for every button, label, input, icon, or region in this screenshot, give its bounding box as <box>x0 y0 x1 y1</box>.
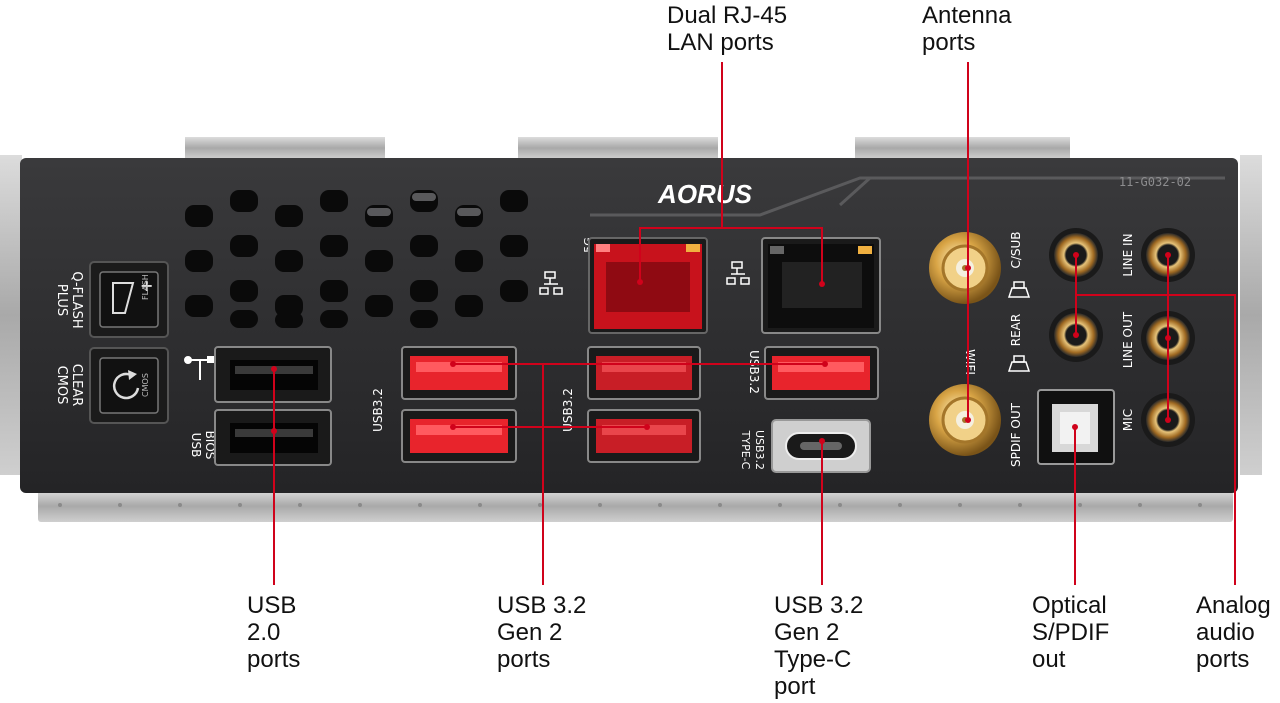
callout-antenna-ports: Antenna ports <box>922 2 1012 56</box>
flash-icon-label: FLASH <box>141 274 150 300</box>
clear-cmos-label: CLEARCMOS <box>54 364 84 406</box>
usb32-port-mid-top[interactable] <box>587 346 701 400</box>
flash-icon <box>112 282 135 314</box>
callout-leader-lines <box>273 62 1236 585</box>
usb32-label-right: USB3.2 <box>747 350 761 394</box>
usb32-label-left: USB3.2 <box>371 388 385 432</box>
qflash-plus-button[interactable]: + FLASH <box>89 261 169 338</box>
rear-label: REAR <box>1009 314 1023 346</box>
speaker-icon <box>1007 281 1031 298</box>
shield-frame <box>0 137 1262 522</box>
usb32-port-mid-bottom[interactable] <box>587 409 701 463</box>
cmos-icon-label: CMOS <box>141 373 150 397</box>
callout-usb32-gen2-ports: USB 3.2 Gen 2 ports <box>497 592 587 673</box>
line-in-label: LINE IN <box>1121 233 1135 276</box>
usb-icon <box>184 356 214 380</box>
usb32-typec-label: USB3.2TYPE-C <box>739 430 766 470</box>
qflash-plus-label: Q-FLASHPLUS <box>54 271 84 328</box>
clear-cmos-button[interactable]: CMOS <box>89 347 169 424</box>
lan-port-5g[interactable] <box>588 237 708 334</box>
usb32-port-left-top[interactable] <box>401 346 517 400</box>
model-code: 11-G032-02 <box>1119 175 1191 189</box>
network-icon <box>539 271 563 295</box>
callout-optical-spdif: Optical S/PDIF out <box>1032 592 1110 673</box>
reset-icon <box>112 372 140 400</box>
usb32-port-right[interactable] <box>764 346 879 400</box>
mic-label: MIC <box>1121 409 1135 431</box>
spdif-out-label: SPDIF OUT <box>1009 402 1023 467</box>
brand-logo: AORUS <box>657 179 753 209</box>
csub-label: C/SUB <box>1009 231 1023 268</box>
svg-text:+: + <box>140 276 153 295</box>
speaker-icon <box>1007 355 1031 372</box>
usb32-label-mid: USB3.2 <box>561 388 575 432</box>
line-out-label: LINE OUT <box>1121 311 1135 368</box>
callout-usb32-typec-port: USB 3.2 Gen 2 Type-C port <box>774 592 864 700</box>
wifi-label: WIFI <box>963 349 977 375</box>
callout-endpoint-dots <box>271 252 1171 444</box>
usb32-port-left-bottom[interactable] <box>401 409 517 463</box>
network-icon <box>726 261 750 285</box>
bios-usb-label: BIOSUSB <box>189 431 217 460</box>
callout-usb20-ports: USB 2.0 ports <box>247 592 301 673</box>
callout-lan-ports: Dual RJ-45 LAN ports <box>667 2 788 56</box>
vent-grille <box>185 190 528 328</box>
callout-analog-audio: Analog audio ports <box>1196 592 1271 673</box>
